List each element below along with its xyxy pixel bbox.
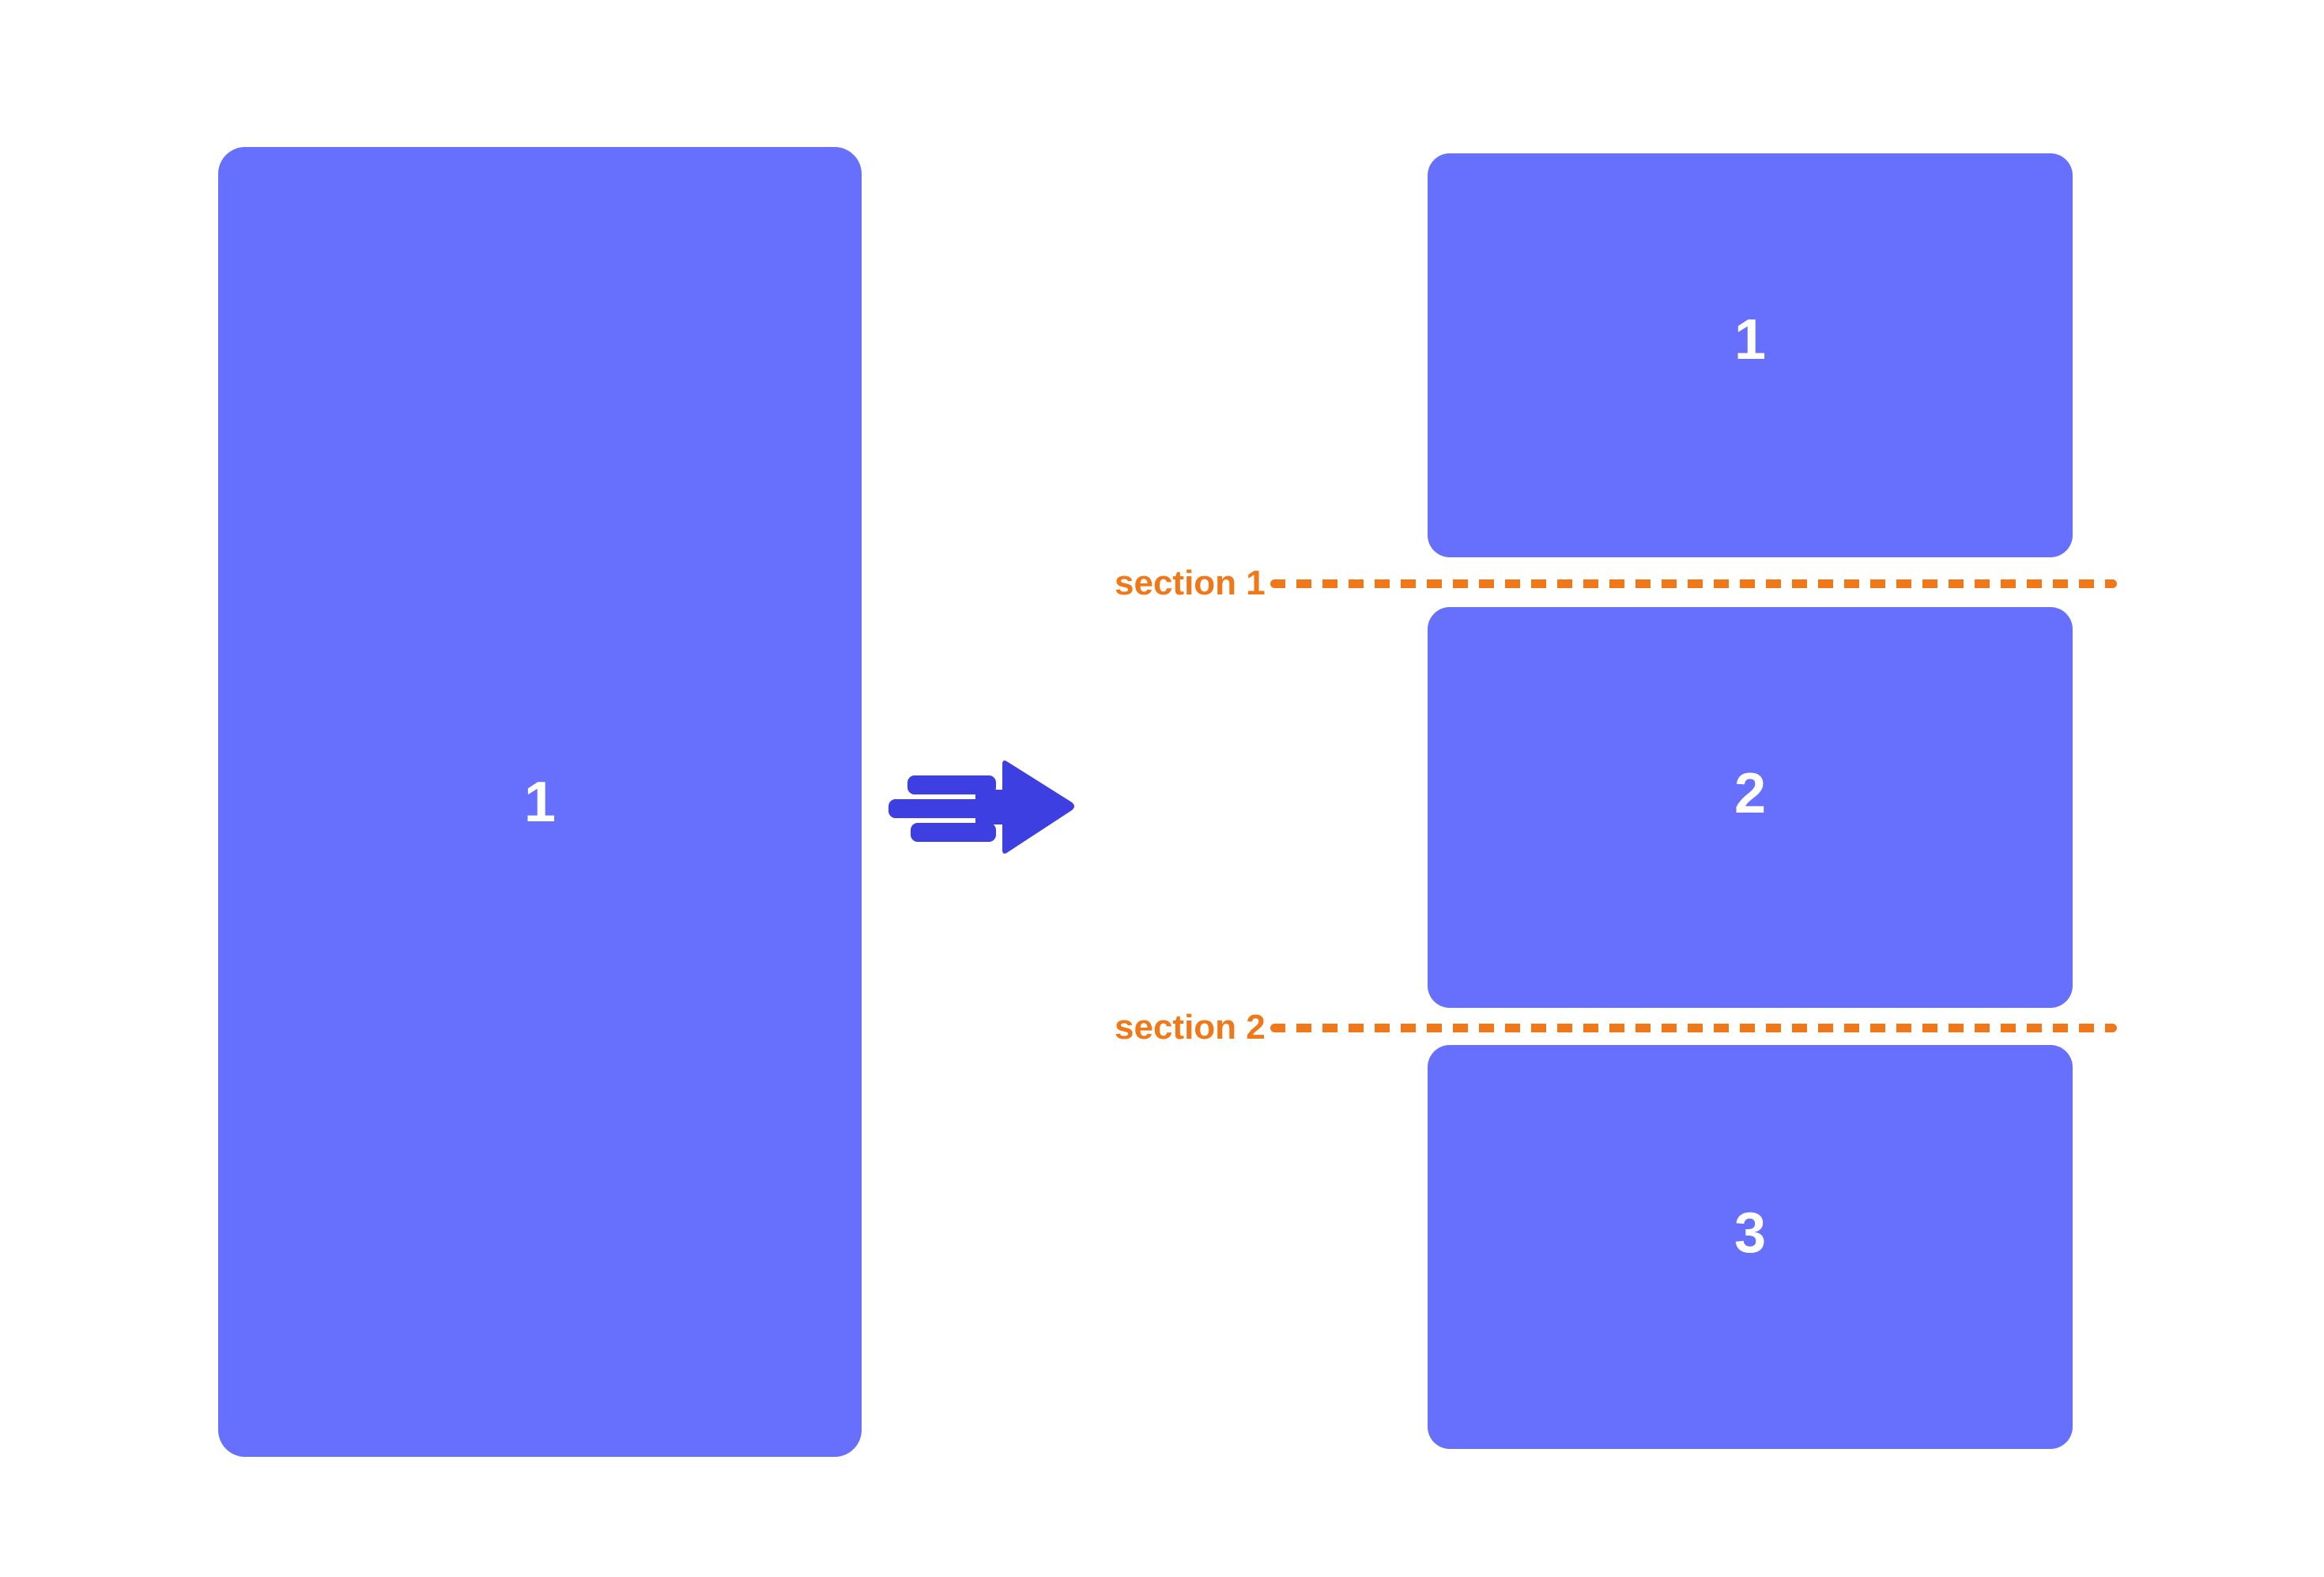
section-2-label: section 2 [1115, 1008, 1266, 1047]
source-block-label: 1 [523, 770, 556, 834]
motion-line-2 [888, 799, 996, 818]
section-divider-2: section 2 [1115, 1004, 2117, 1051]
result-block-1[interactable]: 1 [1428, 153, 2073, 557]
result-block-3-label: 3 [1734, 1202, 1767, 1265]
result-block-2[interactable]: 2 [1428, 607, 2073, 1008]
result-block-2-label: 2 [1734, 762, 1767, 825]
section-1-label: section 1 [1115, 564, 1266, 602]
section-2-dashed-line [1270, 1023, 2117, 1032]
result-block-3[interactable]: 3 [1428, 1045, 2073, 1449]
arrow-svg [888, 760, 1074, 854]
motion-line-3 [911, 823, 996, 842]
arrow-head [975, 760, 1074, 854]
source-block[interactable]: 1 [218, 147, 862, 1457]
right-arrow-with-motion-lines-icon [882, 755, 1078, 859]
motion-line-1 [907, 775, 996, 794]
section-divider-1: section 1 [1115, 560, 2117, 607]
result-block-1-label: 1 [1734, 308, 1767, 372]
section-1-dashed-line [1270, 579, 2117, 588]
